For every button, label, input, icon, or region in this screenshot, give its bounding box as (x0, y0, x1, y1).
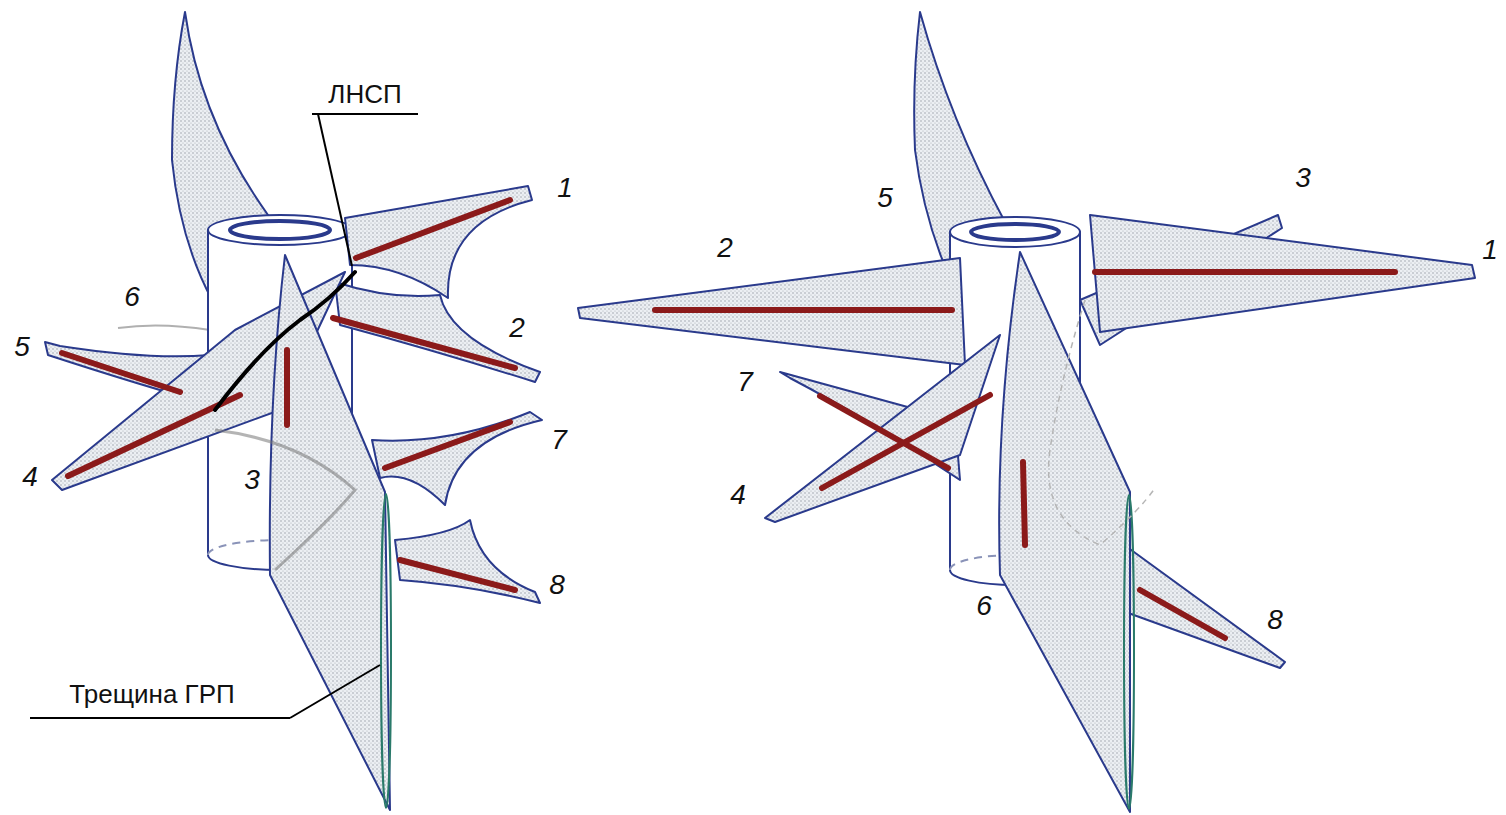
channel-bar (822, 395, 990, 488)
hidden-contour (1049, 300, 1155, 545)
leader-line (318, 114, 352, 266)
channel-bar (1140, 590, 1225, 638)
callout-number: 7 (735, 367, 755, 398)
wellbore-bore (230, 221, 330, 239)
callout-number: 5 (12, 332, 32, 363)
channel-bar (62, 353, 180, 392)
callout-number: 7 (549, 425, 569, 456)
fracture (381, 494, 391, 808)
callout-number: 3 (1293, 163, 1313, 194)
channel-fin (765, 335, 1000, 522)
wellbore-top (950, 217, 1080, 247)
callout-number: 2 (507, 313, 527, 344)
channel-bar (1023, 462, 1025, 545)
lnsp-line (215, 272, 355, 410)
channel-fin (395, 520, 540, 603)
front-fin (270, 255, 390, 810)
callout-number: 5 (875, 183, 895, 214)
channel-bar (655, 307, 952, 313)
fracture (1124, 495, 1134, 809)
channel-bar (284, 350, 290, 425)
channel-bar (68, 395, 240, 476)
channel-fin (1090, 215, 1475, 332)
channel-fin (345, 186, 532, 298)
callout-number: 4 (728, 480, 748, 511)
label-underline (30, 717, 290, 719)
front-fin (999, 252, 1130, 812)
callout-number: 2 (715, 233, 735, 264)
wellbore-top (208, 215, 352, 245)
channel-trace (118, 325, 210, 330)
channel-fin (372, 412, 542, 505)
channel-bar (356, 200, 510, 258)
channel-bar (385, 422, 510, 468)
channel-bar (400, 560, 515, 590)
callout-number: 6 (122, 282, 142, 313)
callout-number: 4 (20, 462, 40, 493)
channel-bar (333, 318, 515, 368)
callout-number: 8 (547, 570, 567, 601)
hidden-channel-trace (215, 430, 355, 570)
callout-number: 6 (974, 591, 994, 622)
label-underline (312, 113, 418, 115)
callout-number: 1 (555, 173, 575, 204)
channel-bar (1095, 269, 1395, 275)
callout-label: ЛНСП (326, 80, 403, 109)
channel-fin (578, 258, 965, 365)
wellbore-bore (971, 224, 1059, 240)
callout-number: 3 (242, 465, 262, 496)
callout-number: 8 (1265, 605, 1285, 636)
callout-label: Трещина ГРП (67, 680, 236, 709)
callout-number: 1 (1480, 235, 1500, 266)
leader-line (290, 665, 380, 718)
